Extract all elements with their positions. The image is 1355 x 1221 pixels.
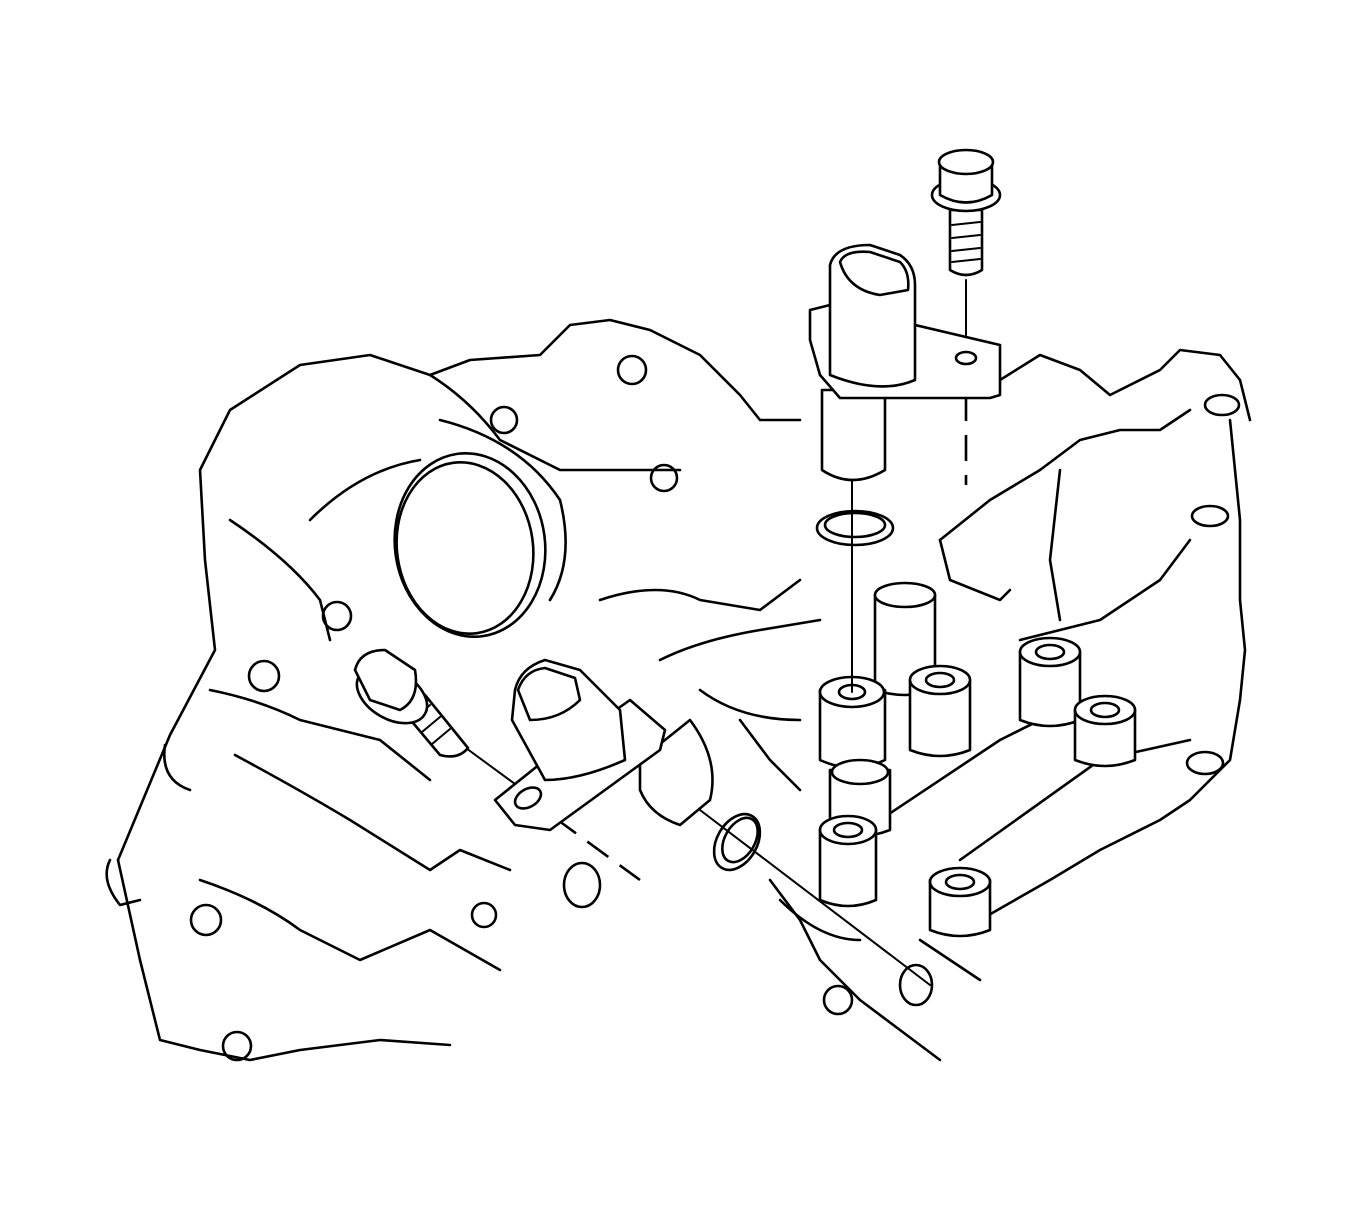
lower-o-ring	[712, 812, 762, 872]
upper-bolt	[930, 148, 1002, 277]
lower-speed-sensor	[493, 658, 714, 832]
housing-bore	[393, 451, 547, 639]
upper-o-ring	[815, 509, 895, 547]
upper-speed-sensor	[808, 243, 1002, 482]
housing-cylinder-bosses	[818, 581, 1137, 1007]
transmission-housing	[105, 318, 1252, 1062]
housing-bolt-bosses	[189, 354, 1241, 1062]
lower-bolt	[353, 648, 470, 758]
